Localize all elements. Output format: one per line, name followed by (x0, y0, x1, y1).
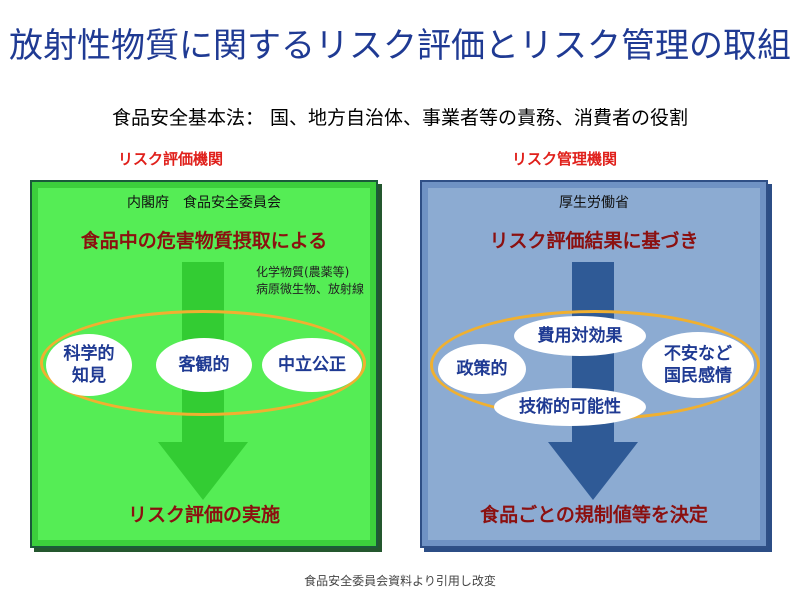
principle-objective: 客観的 (156, 338, 252, 392)
assessment-agency: 内閣府 食品安全委員会 (127, 195, 281, 211)
consideration-public-feeling: 不安など 国民感情 (642, 332, 754, 398)
hazard-note-line2: 病原微生物、放射線 (256, 282, 365, 296)
consideration-cost: 費用対効果 (514, 316, 646, 356)
management-top-text: リスク評価結果に基づき (489, 230, 699, 252)
source-note: 食品安全委員会資料より引用し改変 (304, 574, 496, 588)
principle-neutral: 中立公正 (262, 338, 362, 392)
page-subtitle: 食品安全基本法： 国、地方自治体、事業者等の責務、消費者の役割 (111, 107, 689, 129)
page-title: 放射性物質に関するリスク評価とリスク管理の取組 (9, 26, 791, 66)
consideration-policy: 政策的 (438, 344, 526, 394)
consideration-technical: 技術的可能性 (494, 388, 646, 426)
principles-ring (40, 310, 366, 416)
principle-scientific: 科学的 知見 (46, 334, 132, 396)
assessment-bottom-text: リスク評価の実施 (127, 504, 280, 526)
management-bottom-text: 食品ごとの規制値等を決定 (480, 504, 708, 526)
assessment-heading: リスク評価機関 (118, 150, 224, 168)
hazard-note: 化学物質(農薬等) 病原微生物、放射線 (256, 264, 364, 298)
assessment-top-text: 食品中の危害物質摂取による (80, 230, 328, 252)
management-agency: 厚生労働省 (559, 195, 629, 211)
management-panel: 厚生労働省 リスク評価結果に基づき 費用対効果 政策的 不安など 国民感情 技術… (420, 180, 768, 548)
hazard-note-line1: 化学物質(農薬等) (256, 265, 350, 279)
assessment-panel: 内閣府 食品安全委員会 食品中の危害物質摂取による 化学物質(農薬等) 病原微生… (30, 180, 378, 548)
management-heading: リスク管理機関 (512, 150, 618, 168)
